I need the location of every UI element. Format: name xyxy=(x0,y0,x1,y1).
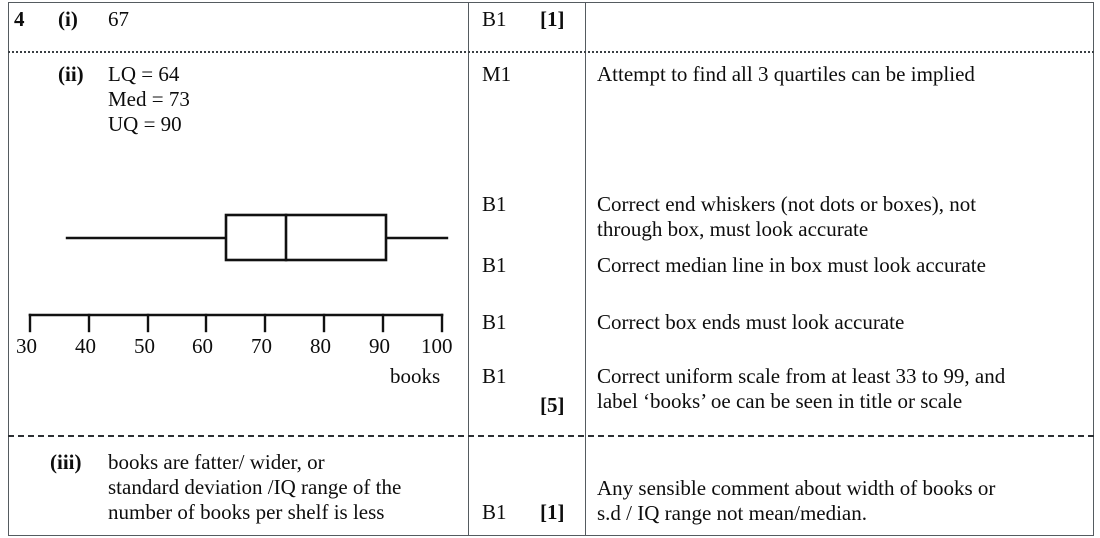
mark-total-iii: [1] xyxy=(540,500,565,524)
question-number: 4 xyxy=(14,7,25,31)
answer-i: 67 xyxy=(108,7,129,31)
axis-tick-label-100: 100 xyxy=(421,334,453,358)
table-bottom-border xyxy=(8,535,1094,536)
comment-ii-5: Correct uniform scale from at least 33 t… xyxy=(597,364,1006,413)
column-divider-marks-comments xyxy=(585,2,586,536)
answer-ii-median: Med = 73 xyxy=(108,87,190,111)
axis-tick-label-60: 60 xyxy=(192,334,213,358)
column-divider-answer-marks xyxy=(468,2,469,536)
part-label-iii: (iii) xyxy=(50,450,82,474)
axis-label-books: books xyxy=(390,364,441,388)
part-label-i: (i) xyxy=(58,7,78,31)
mark-code-i: B1 xyxy=(482,7,507,31)
answer-ii-uq: UQ = 90 xyxy=(108,112,182,136)
axis-tick-label-90: 90 xyxy=(369,334,390,358)
comment-ii-2: Correct end whiskers (not dots or boxes)… xyxy=(597,192,977,241)
mark-code-ii-5: B1 xyxy=(482,364,507,388)
mark-code-ii-4: B1 xyxy=(482,310,507,334)
mark-total-i: [1] xyxy=(540,7,565,31)
answer-iii: books are fatter/ wider, or standard dev… xyxy=(108,450,402,524)
mark-code-ii-3: B1 xyxy=(482,253,507,277)
table-top-border xyxy=(8,2,1094,3)
row-separator-i-ii xyxy=(8,51,1094,53)
comment-iii: Any sensible comment about width of book… xyxy=(597,476,996,525)
comment-ii-1: Attempt to find all 3 quartiles can be i… xyxy=(597,62,975,86)
mark-code-iii: B1 xyxy=(482,500,507,524)
row-separator-ii-iii xyxy=(8,435,1094,437)
axis-tick-label-50: 50 xyxy=(134,334,155,358)
mark-code-ii-2: B1 xyxy=(482,192,507,216)
mark-code-ii-1: M1 xyxy=(482,62,512,86)
axis-tick-label-40: 40 xyxy=(75,334,96,358)
comment-ii-3: Correct median line in box must look acc… xyxy=(597,253,986,277)
answer-ii-lq: LQ = 64 xyxy=(108,62,180,86)
axis-tick-label-30: 30 xyxy=(16,334,37,358)
table-right-border xyxy=(1093,2,1094,536)
axis-tick-label-70: 70 xyxy=(251,334,272,358)
mark-total-ii: [5] xyxy=(540,393,565,417)
part-label-ii: (ii) xyxy=(58,62,84,86)
axis-tick-label-80: 80 xyxy=(310,334,331,358)
box-iqr xyxy=(224,213,388,262)
comment-ii-4: Correct box ends must look accurate xyxy=(597,310,905,334)
table-left-border xyxy=(8,2,9,536)
